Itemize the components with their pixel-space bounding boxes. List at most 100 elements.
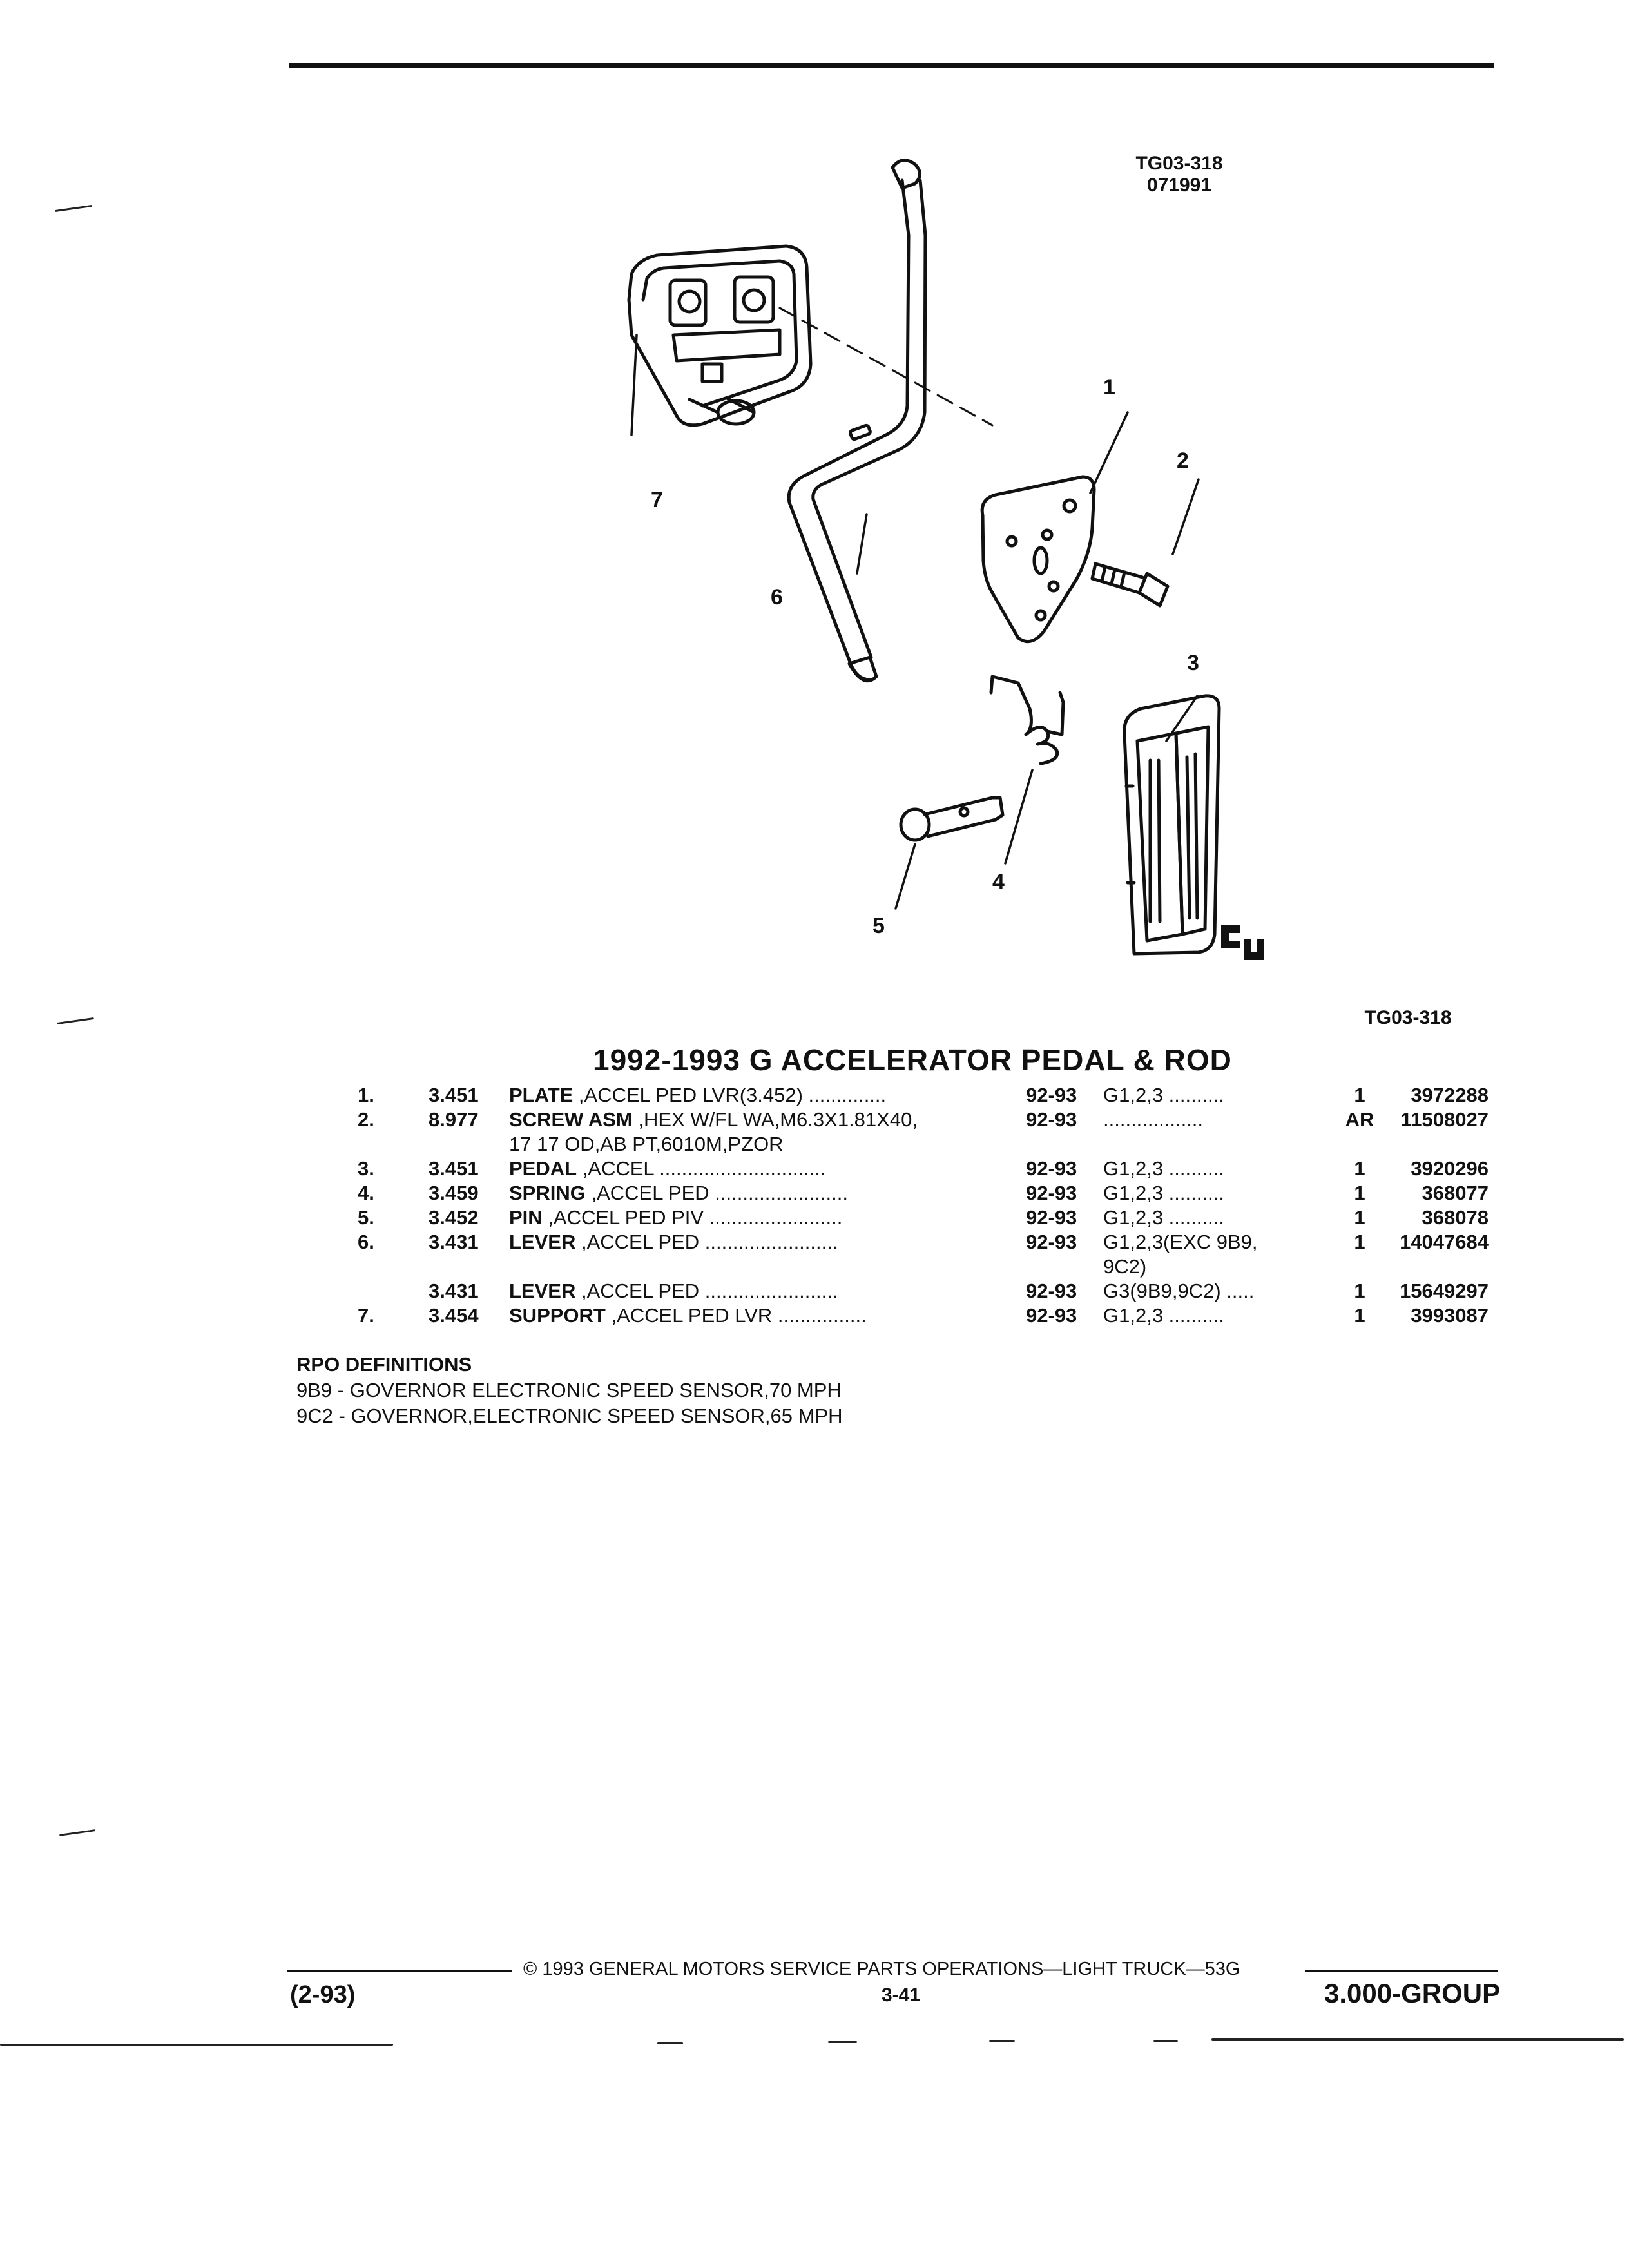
callout-3: 3 [1187, 651, 1199, 675]
item-index: 7. [358, 1304, 374, 1327]
part-number: 3993087 [1411, 1304, 1489, 1327]
return-spring-drawing [989, 675, 1065, 765]
part-description: LEVER ,ACCEL PED .......................… [509, 1278, 1018, 1304]
quantity: 1 [1354, 1182, 1365, 1204]
section-title: 1992-1993 G ACCELERATOR PEDAL & ROD [593, 1043, 1232, 1077]
part-detail: ,ACCEL PED LVR(3.452) .............. [573, 1084, 887, 1106]
quantity: AR [1345, 1108, 1374, 1131]
part-detail: ,ACCEL PED ........................ [585, 1182, 848, 1204]
scan-mark [828, 2041, 857, 2043]
hex-screw-drawing [1090, 562, 1170, 608]
figure-tag-id: TG03-318 [1135, 153, 1223, 174]
margin-mark [57, 1017, 94, 1025]
part-name: PEDAL [509, 1157, 577, 1180]
part-detail: ,ACCEL PED LVR ................ [605, 1304, 867, 1327]
scan-mark [657, 2042, 683, 2044]
group-code: 3.451 [429, 1084, 479, 1106]
application: G1,2,3(EXC 9B9, [1103, 1231, 1258, 1253]
application: G1,2,3 .......... [1103, 1206, 1224, 1229]
part-name: SPRING [509, 1182, 586, 1204]
part-name: LEVER [509, 1280, 576, 1302]
part-detail: ,HEX W/FL WA,M6.3X1.81X40, [632, 1108, 918, 1131]
figure-tag-date: 071991 [1146, 175, 1212, 196]
model-years: 92-93 [1026, 1157, 1077, 1180]
application: G1,2,3 .......... [1103, 1304, 1224, 1327]
accelerator-plate-drawing [980, 475, 1096, 644]
scan-mark [0, 2044, 393, 2046]
support-bracket-drawing [627, 244, 813, 427]
model-years: 92-93 [1026, 1182, 1077, 1204]
part-name: SUPPORT [509, 1304, 606, 1327]
group-code: 3.431 [429, 1231, 479, 1253]
part-name: LEVER [509, 1231, 576, 1253]
part-number: 3972288 [1411, 1084, 1489, 1106]
group-code: 3.451 [429, 1157, 479, 1180]
part-number: 11508027 [1400, 1108, 1489, 1131]
part-detail: ,ACCEL .............................. [577, 1157, 826, 1180]
top-rule [289, 63, 1494, 68]
quantity: 1 [1354, 1084, 1365, 1106]
part-name: PIN [509, 1206, 543, 1229]
rpo-line: 9C2 - GOVERNOR,ELECTRONIC SPEED SENSOR,6… [296, 1405, 843, 1427]
quantity: 1 [1354, 1157, 1365, 1180]
part-number: 368078 [1422, 1206, 1489, 1229]
part-description-continued: 17 17 OD,AB PT,6010M,PZOR [509, 1133, 784, 1155]
callout-5: 5 [872, 914, 885, 938]
part-number: 14047684 [1400, 1231, 1489, 1253]
item-index: 6. [358, 1231, 374, 1253]
part-detail: ,ACCEL PED ........................ [575, 1280, 838, 1302]
scan-mark [989, 2040, 1015, 2042]
item-index: 5. [358, 1206, 374, 1229]
model-years: 92-93 [1026, 1084, 1077, 1106]
model-years: 92-93 [1026, 1206, 1077, 1229]
quantity: 1 [1354, 1206, 1365, 1229]
footer-rule-left [287, 1970, 512, 1972]
application: G1,2,3 .......... [1103, 1084, 1224, 1106]
application: G1,2,3 .......... [1103, 1157, 1224, 1180]
part-detail: ,ACCEL PED ........................ [575, 1231, 838, 1253]
part-description: PEDAL ,ACCEL ...........................… [509, 1156, 1018, 1182]
application: G3(9B9,9C2) ..... [1103, 1280, 1255, 1302]
margin-mark [59, 1829, 95, 1836]
exploded-parts-diagram [627, 159, 1264, 960]
footer-copyright: © 1993 GENERAL MOTORS SERVICE PARTS OPER… [523, 1959, 1240, 1979]
part-description: SCREW ASM ,HEX W/FL WA,M6.3X1.81X40, [509, 1107, 1018, 1133]
part-description: PLATE ,ACCEL PED LVR(3.452) ............… [509, 1082, 1018, 1108]
item-index: 1. [358, 1084, 374, 1106]
part-number: 368077 [1422, 1182, 1489, 1204]
callout-2: 2 [1177, 448, 1189, 473]
application-continued: 9C2) [1103, 1255, 1147, 1278]
pivot-pin-drawing [899, 796, 1005, 842]
quantity: 1 [1354, 1231, 1365, 1253]
part-description: SPRING ,ACCEL PED ......................… [509, 1180, 1018, 1206]
part-name: PLATE [509, 1084, 574, 1106]
part-description: LEVER ,ACCEL PED .......................… [509, 1229, 1018, 1255]
footer-page-number: 3-41 [882, 1984, 921, 2006]
callout-7: 7 [651, 488, 663, 512]
quantity: 1 [1354, 1280, 1365, 1302]
group-code: 3.452 [429, 1206, 479, 1229]
rpo-definitions: RPO DEFINITIONS 9B9 - GOVERNOR ELECTRONI… [296, 1352, 843, 1429]
item-index: 2. [358, 1108, 374, 1131]
figure-tag-bottom: TG03-318 [1364, 1007, 1452, 1028]
callout-1: 1 [1103, 375, 1115, 399]
callout-6: 6 [771, 585, 783, 610]
footer-rule-right [1305, 1970, 1498, 1972]
model-years: 92-93 [1026, 1231, 1077, 1253]
gm-logo-mark [1221, 925, 1264, 960]
accelerator-lever-rod-drawing [787, 159, 927, 683]
application: .................. [1103, 1108, 1204, 1131]
footer-group: 3.000-GROUP [1324, 1978, 1501, 2008]
leader-lines [630, 334, 1200, 910]
part-name: SCREW ASM [509, 1108, 633, 1131]
part-number: 3920296 [1411, 1157, 1489, 1180]
figure-tag: TG03-318 071991 [1124, 153, 1234, 197]
model-years: 92-93 [1026, 1280, 1077, 1302]
rpo-line: 9B9 - GOVERNOR ELECTRONIC SPEED SENSOR,7… [296, 1379, 842, 1401]
group-code: 3.459 [429, 1182, 479, 1204]
callout-4: 4 [992, 870, 1005, 894]
part-description: SUPPORT ,ACCEL PED LVR ................ [509, 1303, 1018, 1329]
part-number: 15649297 [1400, 1280, 1489, 1302]
part-detail: ,ACCEL PED PIV ........................ [542, 1206, 843, 1229]
item-index: 3. [358, 1157, 374, 1180]
